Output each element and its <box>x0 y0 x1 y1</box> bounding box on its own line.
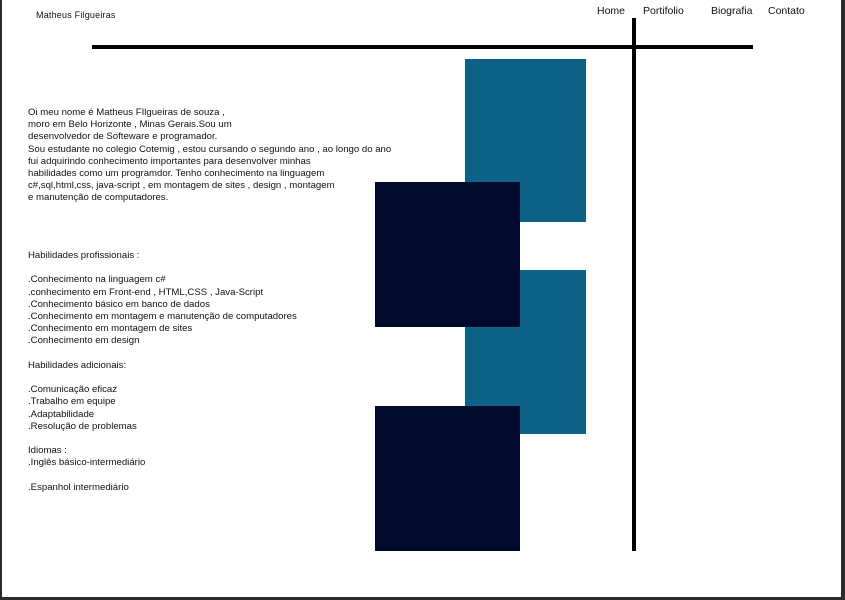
skills-line: .Trabalho em equipe <box>28 396 116 408</box>
skills-line <box>28 470 297 482</box>
skills-line: .Conhecimento em design <box>28 335 140 347</box>
decorative-block-navy <box>375 406 520 551</box>
intro-line: e manutenção de computadores. <box>28 192 169 204</box>
skills-line: Idiomas : <box>28 445 67 457</box>
horizontal-divider <box>92 45 753 49</box>
site-logo[interactable]: Matheus Filgueiras <box>36 10 116 20</box>
skills-text: Habilidades profissionais : .Conhecimento… <box>28 250 297 494</box>
skills-line: .Inglês básico-intermediário <box>28 457 146 469</box>
intro-text: Oi meu nome é Matheus FIlgueiras de souz… <box>28 107 391 205</box>
intro-line: habilidades como um programdor. Tenho co… <box>28 168 325 180</box>
nav-contato[interactable]: Contato <box>768 5 805 17</box>
skills-line: .Conhecimento em montagem e manutenção d… <box>28 311 297 322</box>
skills-line: .Conhecimento básico em banco de dados <box>28 298 210 310</box>
skills-line: .conhecimento em Front-end , HTML,CSS , … <box>28 286 264 298</box>
nav-biografia[interactable]: Biografia <box>711 5 753 17</box>
intro-line: c#,sql,html,css, java-script , em montag… <box>28 180 335 192</box>
intro-line: desenvolvedor de Softeware e programador… <box>28 131 218 143</box>
nav-home[interactable]: Home <box>597 5 626 17</box>
intro-line: Sou estudante no colegio Cotemig , estou… <box>28 143 392 155</box>
skills-line: Habilidades adicionais: <box>28 359 127 371</box>
skills-line: .Conhecimento em montagem de sites <box>28 323 193 335</box>
intro-line: fui adquirindo conhecimento importantes … <box>28 155 311 167</box>
skills-line <box>28 262 297 274</box>
skills-line: .Espanhol intermediário <box>28 481 129 493</box>
vertical-divider <box>632 18 636 551</box>
skills-line <box>28 433 297 445</box>
skills-line: .Resolução de problemas <box>28 420 137 432</box>
skills-line <box>28 348 297 360</box>
skills-line: .Conhecimento na linguagem c# <box>28 274 166 286</box>
skills-line <box>28 372 297 384</box>
decorative-block-navy <box>375 182 520 327</box>
intro-line: moro em Belo Horizonte , Minas Gerais.So… <box>28 119 232 131</box>
skills-line: .Adaptabilidade <box>28 408 95 420</box>
intro-line: Oi meu nome é Matheus FIlgueiras de souz… <box>28 107 225 118</box>
skills-line: Habilidades profissionais : <box>28 250 140 261</box>
skills-line: .Comunicação eficaz <box>28 384 118 396</box>
nav-portfolio[interactable]: Portifolio <box>643 5 684 17</box>
